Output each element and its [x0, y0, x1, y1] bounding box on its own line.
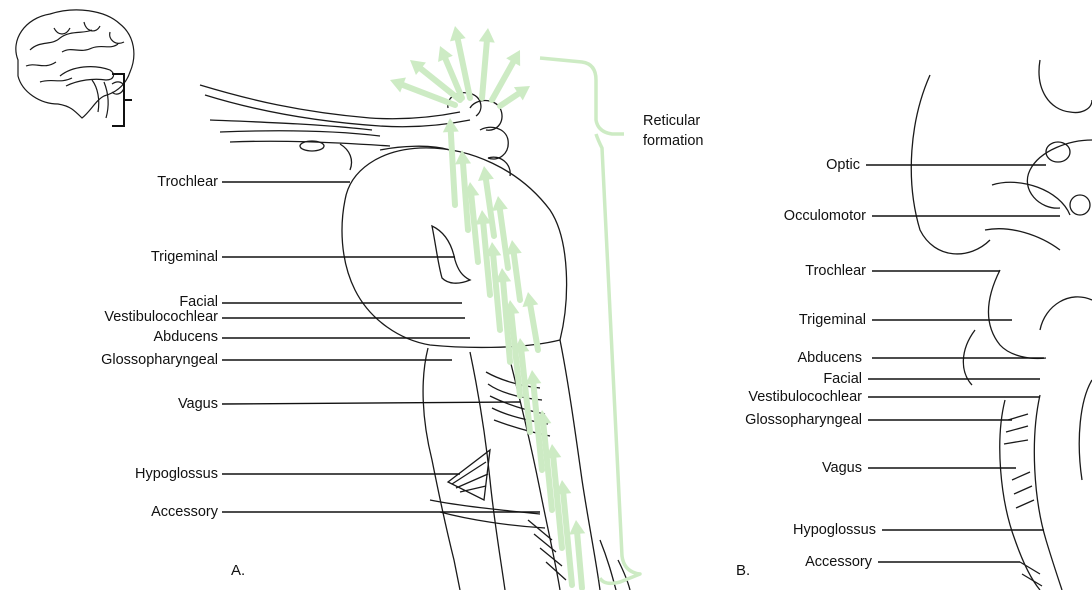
reticular-arrow-head	[443, 118, 459, 132]
reticular-arrow-shaft	[451, 132, 455, 205]
reticular-arrow-shaft	[492, 62, 513, 100]
label-b-trochlear: Trochlear	[746, 263, 866, 279]
label-a-facial: Facial	[118, 294, 218, 310]
panel-b-brainstem-drawing	[911, 60, 1092, 590]
reticular-arrow-shaft	[500, 94, 518, 106]
reticular-arrow-shaft	[530, 306, 538, 350]
reticular-arrow-head	[492, 196, 508, 211]
label-a-accessory: Accessory	[108, 504, 218, 520]
label-a-vagus: Vagus	[118, 396, 218, 412]
label-b-facial: Facial	[762, 371, 862, 387]
label-b-vestibulocochlear: Vestibulocochlear	[702, 389, 862, 405]
inset-bracket	[112, 74, 132, 126]
reticular-arrow-head	[450, 26, 466, 41]
reticular-arrow-shaft	[543, 424, 552, 510]
reticular-arrow-shaft	[511, 314, 520, 396]
reticular-arrow-head	[525, 370, 541, 385]
reticular-arrow-shaft	[486, 180, 494, 236]
label-a-hypoglossus: Hypoglossus	[98, 466, 218, 482]
reticular-arrow-shaft	[463, 164, 468, 230]
reticular-arrow-shaft	[471, 196, 478, 262]
label-b-occulomotor: Occulomotor	[736, 208, 866, 224]
panel-b-letter: B.	[736, 562, 750, 579]
reticular-formation-arrows	[390, 26, 585, 588]
reticular-arrow-head	[455, 150, 471, 165]
label-b-accessory: Accessory	[752, 554, 872, 570]
reticular-arrow-head	[478, 166, 494, 181]
reticular-arrow-shaft	[493, 256, 500, 330]
label-b-abducens: Abducens	[746, 350, 862, 366]
label-b-optic: Optic	[760, 157, 860, 173]
label-a-glossopharyngeal: Glossopharyngeal	[48, 352, 218, 368]
reticular-arrow-shaft	[514, 254, 520, 300]
panel-a-letter: A.	[231, 562, 245, 579]
label-b-vagus: Vagus	[762, 460, 862, 476]
inset-brain-sagittal-icon	[16, 10, 134, 118]
reticular-formation-label: Reticular formation	[643, 111, 703, 151]
reticular-arrow-head	[569, 520, 585, 535]
reticular-label-line2: formation	[643, 131, 703, 151]
reticular-arrow-shaft	[503, 282, 510, 362]
label-a-trigeminal: Trigeminal	[108, 249, 218, 265]
reticular-arrow-shaft	[483, 224, 490, 295]
reticular-arrow-shaft	[577, 534, 582, 588]
label-b-hypoglossus: Hypoglossus	[746, 522, 876, 538]
label-a-abducens: Abducens	[108, 329, 218, 345]
reticular-arrow-shaft	[521, 352, 530, 432]
reticular-arrow-shaft	[553, 458, 562, 548]
label-b-glossopharyngeal: Glossopharyngeal	[692, 412, 862, 428]
reticular-label-line1: Reticular	[643, 111, 703, 131]
label-a-vestibulocochlear: Vestibulocochlear	[58, 309, 218, 325]
reticular-arrow-shaft	[482, 42, 487, 98]
label-b-trigeminal: Trigeminal	[736, 312, 866, 328]
label-a-trochlear: Trochlear	[118, 174, 218, 190]
reticular-arrow-shaft	[563, 494, 572, 585]
reticular-arrow-head	[479, 28, 495, 43]
reticular-arrow-head	[522, 292, 538, 307]
reticular-arrow-shaft	[500, 210, 508, 268]
